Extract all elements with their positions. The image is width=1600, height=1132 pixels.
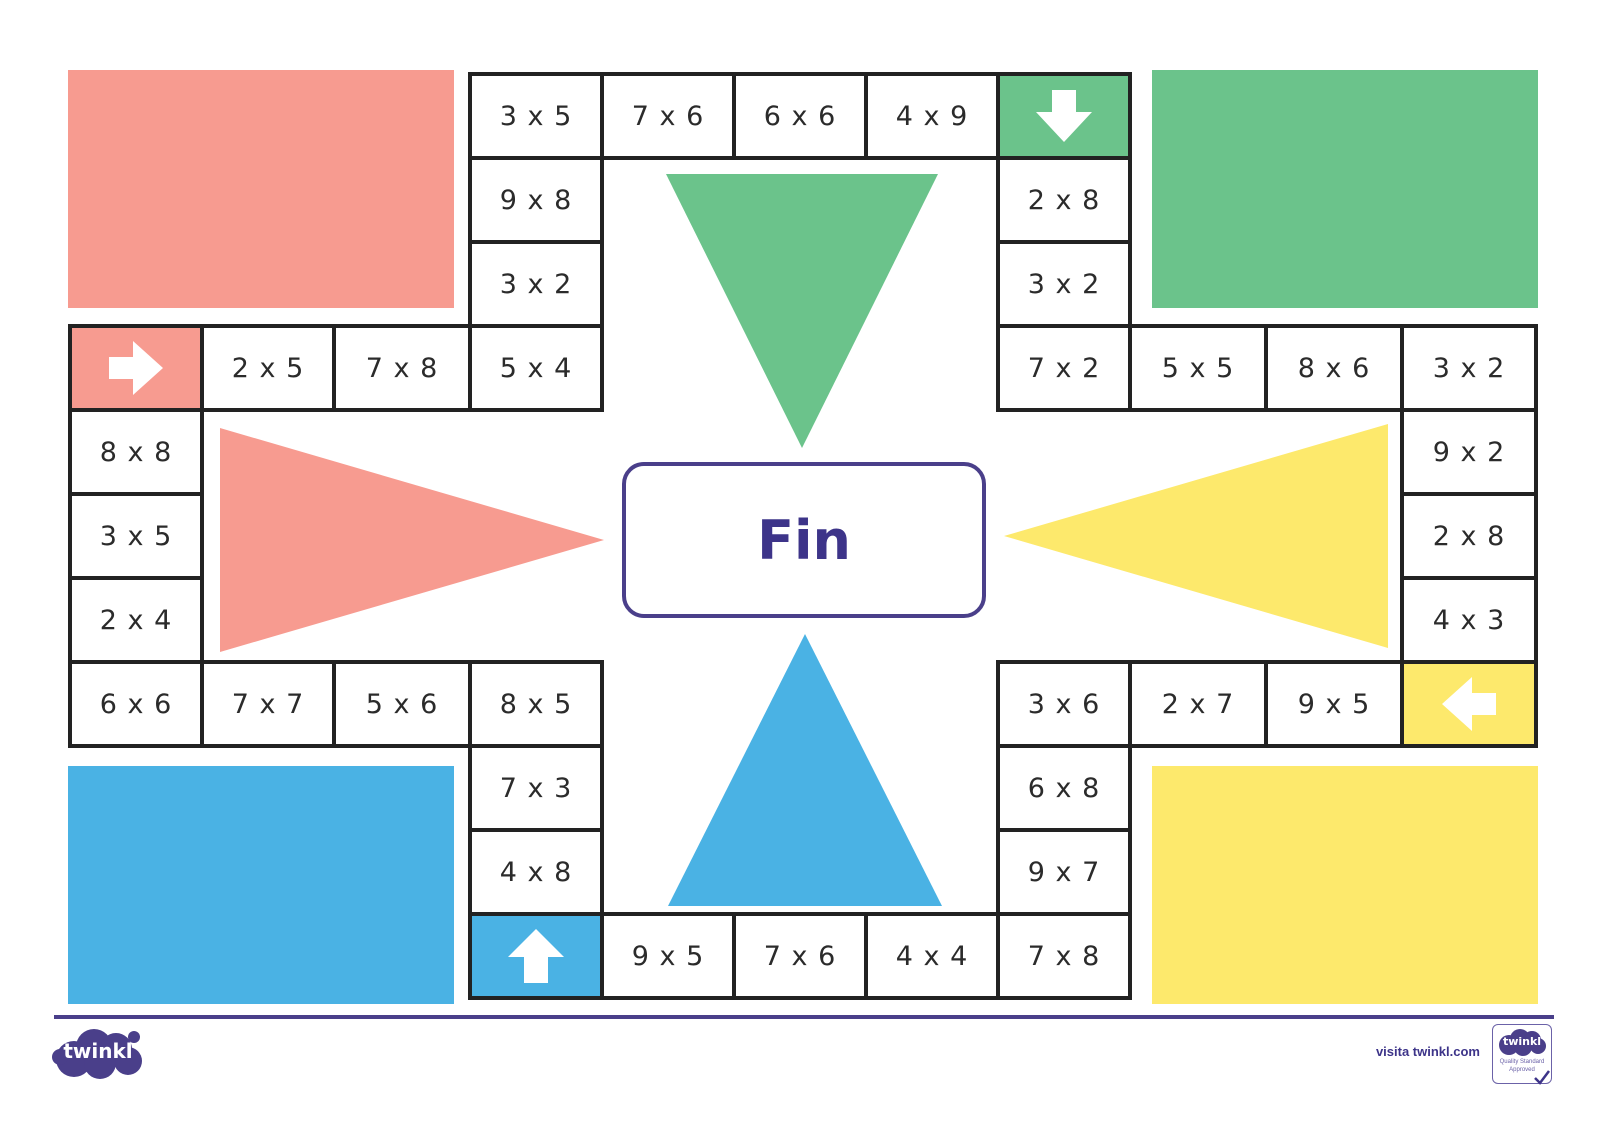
home-area-red (68, 70, 454, 308)
board-square: 2 x 8 (996, 156, 1132, 244)
start-square-yellow (1400, 660, 1538, 748)
board-square: 7 x 7 (200, 660, 336, 748)
finish-label: Fin (757, 508, 851, 572)
right-arrow-icon (109, 341, 163, 395)
board-square: 4 x 4 (864, 912, 1000, 1000)
board-square: 7 x 3 (468, 744, 604, 832)
board-square: 9 x 5 (1264, 660, 1404, 748)
start-square-blue (468, 912, 604, 1000)
board-square: 3 x 6 (996, 660, 1132, 748)
badge-line-2: Approved (1509, 1067, 1535, 1073)
board-square: 2 x 5 (200, 324, 336, 412)
board-square: 5 x 6 (332, 660, 472, 748)
start-square-red (68, 324, 204, 412)
badge-cloud-icon (1499, 1029, 1546, 1056)
board-square: 9 x 2 (1400, 408, 1538, 496)
up-arrow-icon (508, 929, 564, 983)
triangle-yellow-left (1004, 424, 1388, 648)
finish-box: Fin (622, 462, 986, 618)
triangle-blue-up (668, 634, 942, 906)
board-square: 9 x 5 (600, 912, 736, 1000)
board-square: 8 x 8 (68, 408, 204, 496)
badge-logo: twinkl (1497, 1028, 1547, 1056)
logo-text: twinkl (63, 1039, 133, 1063)
board-square: 4 x 8 (468, 828, 604, 916)
board-square: 8 x 5 (468, 660, 604, 748)
home-area-yellow (1152, 766, 1538, 1004)
visit-link[interactable]: visita twinkl.com (1375, 1044, 1480, 1059)
board-square: 7 x 2 (996, 324, 1132, 412)
start-square-green (996, 72, 1132, 160)
board-square: 4 x 3 (1400, 576, 1538, 664)
board-square: 7 x 6 (732, 912, 868, 1000)
check-icon (1534, 1070, 1550, 1085)
board-square: 4 x 9 (864, 72, 1000, 160)
twinkl-logo[interactable]: twinkl (52, 1025, 144, 1081)
board-square: 3 x 2 (1400, 324, 1538, 412)
triangle-red-right (220, 428, 604, 652)
board-square: 2 x 4 (68, 576, 204, 664)
board-square: 7 x 8 (332, 324, 472, 412)
quality-badge: twinkl Quality Standard Approved (1492, 1024, 1552, 1085)
board-square: 9 x 7 (996, 828, 1132, 916)
home-area-blue (68, 766, 454, 1004)
board-square: 6 x 6 (68, 660, 204, 748)
board-square: 5 x 5 (1128, 324, 1268, 412)
board-square: 6 x 8 (996, 744, 1132, 832)
board-square: 7 x 8 (996, 912, 1132, 1000)
board-square: 6 x 6 (732, 72, 868, 160)
board-square: 2 x 8 (1400, 492, 1538, 580)
board-square: 9 x 8 (468, 156, 604, 244)
badge-line-1: Quality Standard (1499, 1059, 1545, 1065)
board-square: 3 x 2 (468, 240, 604, 328)
board-square: 7 x 6 (600, 72, 736, 160)
left-arrow-icon (1442, 677, 1496, 731)
board-square: 8 x 6 (1264, 324, 1404, 412)
board-square: 3 x 5 (468, 72, 604, 160)
board-square: 3 x 2 (996, 240, 1132, 328)
badge-logo-text: twinkl (1502, 1035, 1542, 1048)
triangle-green-down (666, 174, 938, 448)
home-area-green (1152, 70, 1538, 308)
board-square: 2 x 7 (1128, 660, 1268, 748)
footer-divider (54, 1015, 1554, 1019)
down-arrow-icon (1036, 90, 1092, 142)
board-square: 3 x 5 (68, 492, 204, 580)
cloud-icon (52, 1029, 142, 1079)
board-square: 5 x 4 (468, 324, 604, 412)
